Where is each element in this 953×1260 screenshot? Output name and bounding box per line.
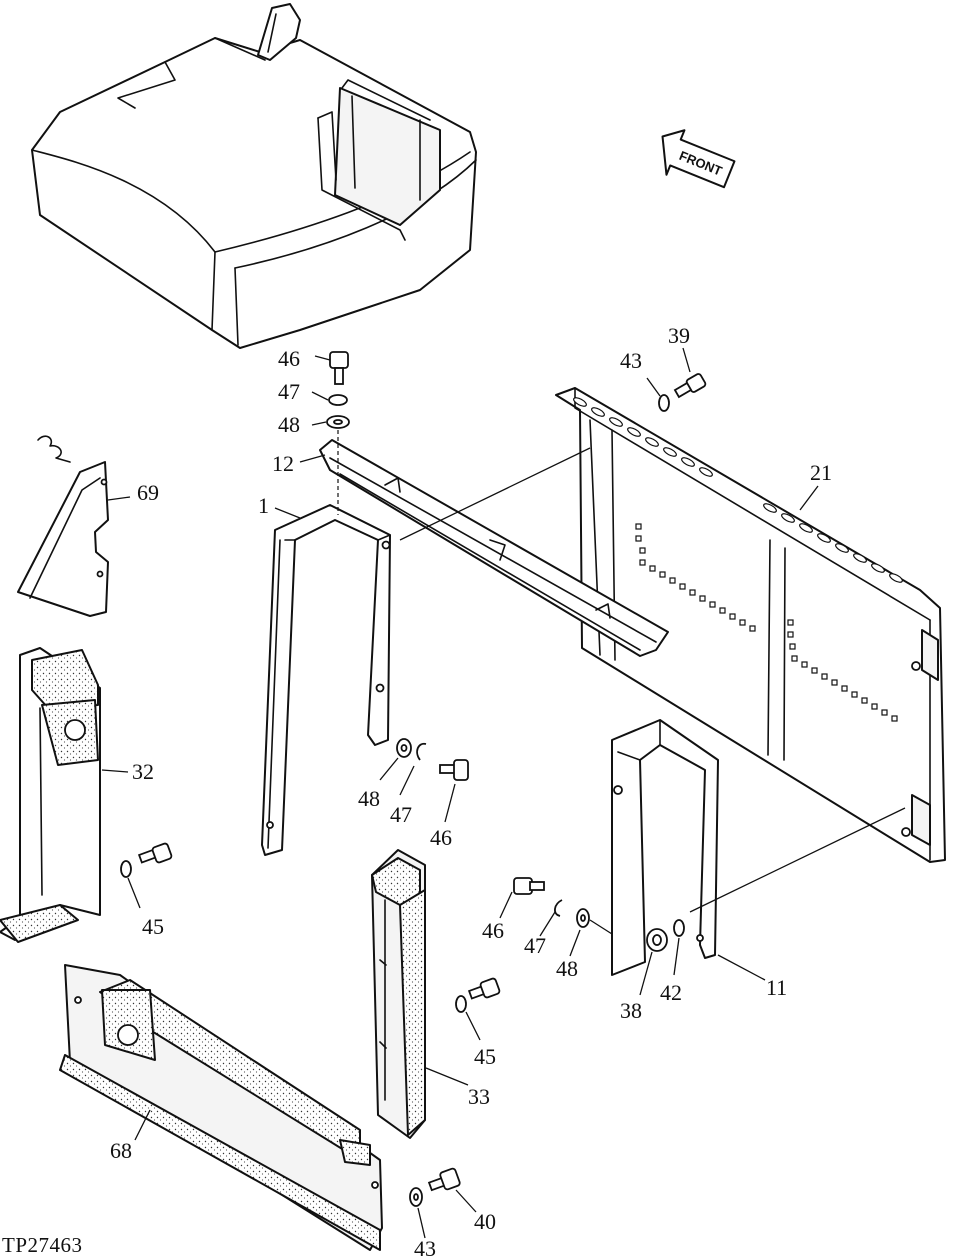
callout-1: 1 — [258, 493, 269, 518]
callout-12: 12 — [272, 451, 294, 476]
callout-46-lower: 46 — [482, 918, 504, 943]
callout-11: 11 — [766, 975, 787, 1000]
callout-45-right: 45 — [474, 1044, 496, 1069]
callout-39: 39 — [668, 323, 690, 348]
part-69-side-plate — [17, 435, 109, 617]
callout-42: 42 — [660, 980, 682, 1005]
washer-43-top-icon — [658, 394, 670, 412]
bolt-46-top-icon — [329, 351, 349, 385]
front-arrow-icon: FRONT — [661, 129, 736, 189]
washer-45-right-icon — [455, 995, 467, 1013]
part-32-left-bracket — [0, 647, 101, 943]
top-louvres — [573, 397, 903, 583]
callout-labels: 46 47 48 12 1 43 39 21 69 32 48 47 46 45… — [110, 323, 832, 1260]
callout-48-lower: 48 — [556, 956, 578, 981]
callout-38: 38 — [620, 998, 642, 1023]
washer-48-mid-icon — [396, 738, 412, 758]
part-68-bottom-seal — [59, 964, 383, 1251]
leader-lines — [101, 347, 906, 1239]
part-11-right-support — [611, 719, 719, 976]
lock-washer-47-mid-icon — [416, 742, 427, 761]
washer-48-top-icon — [326, 415, 350, 429]
nut-38-icon — [646, 928, 668, 952]
callout-32: 32 — [132, 759, 154, 784]
part-21-side-panel — [555, 387, 946, 863]
bolt-45-right-icon — [467, 977, 501, 1000]
callout-48-mid: 48 — [358, 786, 380, 811]
callout-43-top: 43 — [620, 348, 642, 373]
bolt-45-left-icon — [137, 842, 173, 864]
callout-21: 21 — [810, 460, 832, 485]
callout-69: 69 — [137, 480, 159, 505]
figure-code: TP27463 — [2, 1233, 83, 1257]
callout-46-mid: 46 — [430, 825, 452, 850]
bolt-39-icon — [673, 373, 707, 399]
part-33-vertical-seal — [371, 849, 426, 1139]
hardware — [120, 351, 707, 1207]
callout-33: 33 — [468, 1084, 490, 1109]
washer-48-lower-icon — [576, 908, 590, 928]
callout-48-top: 48 — [278, 412, 300, 437]
bolt-46-lower-icon — [513, 877, 545, 895]
engine-hood-housing — [31, 3, 477, 349]
callout-47-lower: 47 — [524, 933, 546, 958]
bolt-46-mid-icon — [439, 759, 469, 781]
callout-45-left: 45 — [142, 914, 164, 939]
washer-42-icon — [673, 919, 685, 937]
callout-40: 40 — [474, 1209, 496, 1234]
washer-45-left-icon — [120, 860, 132, 878]
callout-43-bottom: 43 — [414, 1236, 436, 1260]
callout-46-top: 46 — [278, 346, 300, 371]
callout-47-mid: 47 — [390, 802, 412, 827]
part-12-cross-bracket — [319, 439, 669, 657]
lock-washer-47-top-icon — [328, 394, 348, 406]
bolt-40-icon — [427, 1167, 461, 1192]
lock-washer-47-lower-icon — [554, 899, 563, 917]
callout-47-top: 47 — [278, 379, 300, 404]
callout-68: 68 — [110, 1138, 132, 1163]
square-hole-rows — [635, 523, 898, 722]
washer-43-bottom-icon — [409, 1187, 423, 1207]
part-1-frame-support — [261, 504, 391, 856]
